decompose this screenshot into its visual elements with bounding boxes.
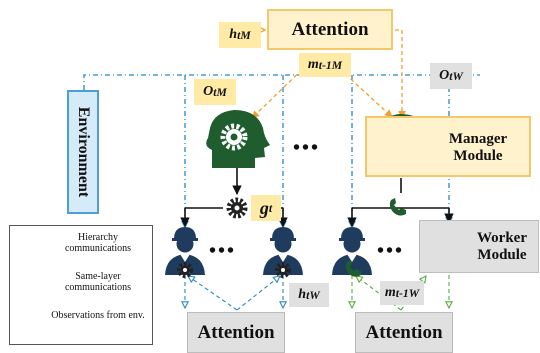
manager-attention-box: Attention — [267, 9, 393, 50]
legend-hierarchy: Hierarchy communications — [64, 232, 132, 254]
ellipsis: ••• — [293, 137, 321, 159]
tag-sup: M — [331, 58, 343, 72]
environment-label: Environment — [75, 106, 93, 198]
ellipsis: ••• — [377, 240, 405, 262]
attention-label: Attention — [365, 321, 443, 343]
attention-label: Attention — [197, 321, 275, 343]
manager-module-label: Manager Module — [433, 131, 523, 165]
tag-sub: t — [237, 28, 241, 42]
worker-attention-box-left: Attention — [187, 312, 285, 353]
goal-gear-icon — [226, 197, 248, 219]
phone-icon — [389, 198, 406, 216]
ellipsis: ••• — [209, 240, 237, 262]
tag-base: m — [307, 57, 319, 72]
tag-sup: W — [309, 288, 320, 302]
tag-sub: t — [449, 69, 453, 83]
worker-phone-icon — [332, 227, 372, 277]
tag-base: h — [229, 27, 238, 42]
manager-module-box: Manager Module — [365, 116, 531, 177]
tag-base: O — [203, 84, 214, 99]
worker-module-box: Worker Module — [419, 220, 539, 273]
tag-base: h — [298, 287, 307, 302]
tag-sub: t — [306, 288, 310, 302]
tag-base: g — [259, 197, 269, 218]
tag-base: m — [384, 285, 396, 300]
legend-same-layer: Same-layer communications — [64, 271, 132, 293]
environment-box: Environment — [67, 90, 99, 214]
legend-observations: Observations from env. — [51, 310, 145, 321]
tag-sup: M — [216, 85, 227, 99]
tag-sub: t-1 — [395, 286, 409, 300]
worker-label: Worker — [477, 230, 527, 246]
legend: Hierarchy communications Same-layer comm… — [9, 225, 153, 345]
tag-sup: M — [240, 28, 251, 42]
manager-head-gear-icon — [206, 110, 270, 168]
tag-sup: W — [452, 69, 463, 83]
manager-label: Manager — [448, 131, 508, 147]
module-label: Module — [453, 148, 503, 164]
tag-sup: W — [408, 286, 420, 300]
manager-attention-label: Attention — [291, 18, 369, 40]
tag-sub: t — [213, 85, 217, 99]
tag-base: O — [439, 68, 450, 83]
tag-sub: t-1 — [318, 58, 332, 72]
worker-gear-icon — [165, 227, 205, 278]
worker-module-label: Worker Module — [466, 230, 538, 264]
worker-gear-icon — [263, 227, 303, 278]
module-label: Module — [477, 247, 527, 263]
tag-sub: t — [268, 200, 273, 215]
worker-attention-box-right: Attention — [355, 312, 453, 353]
